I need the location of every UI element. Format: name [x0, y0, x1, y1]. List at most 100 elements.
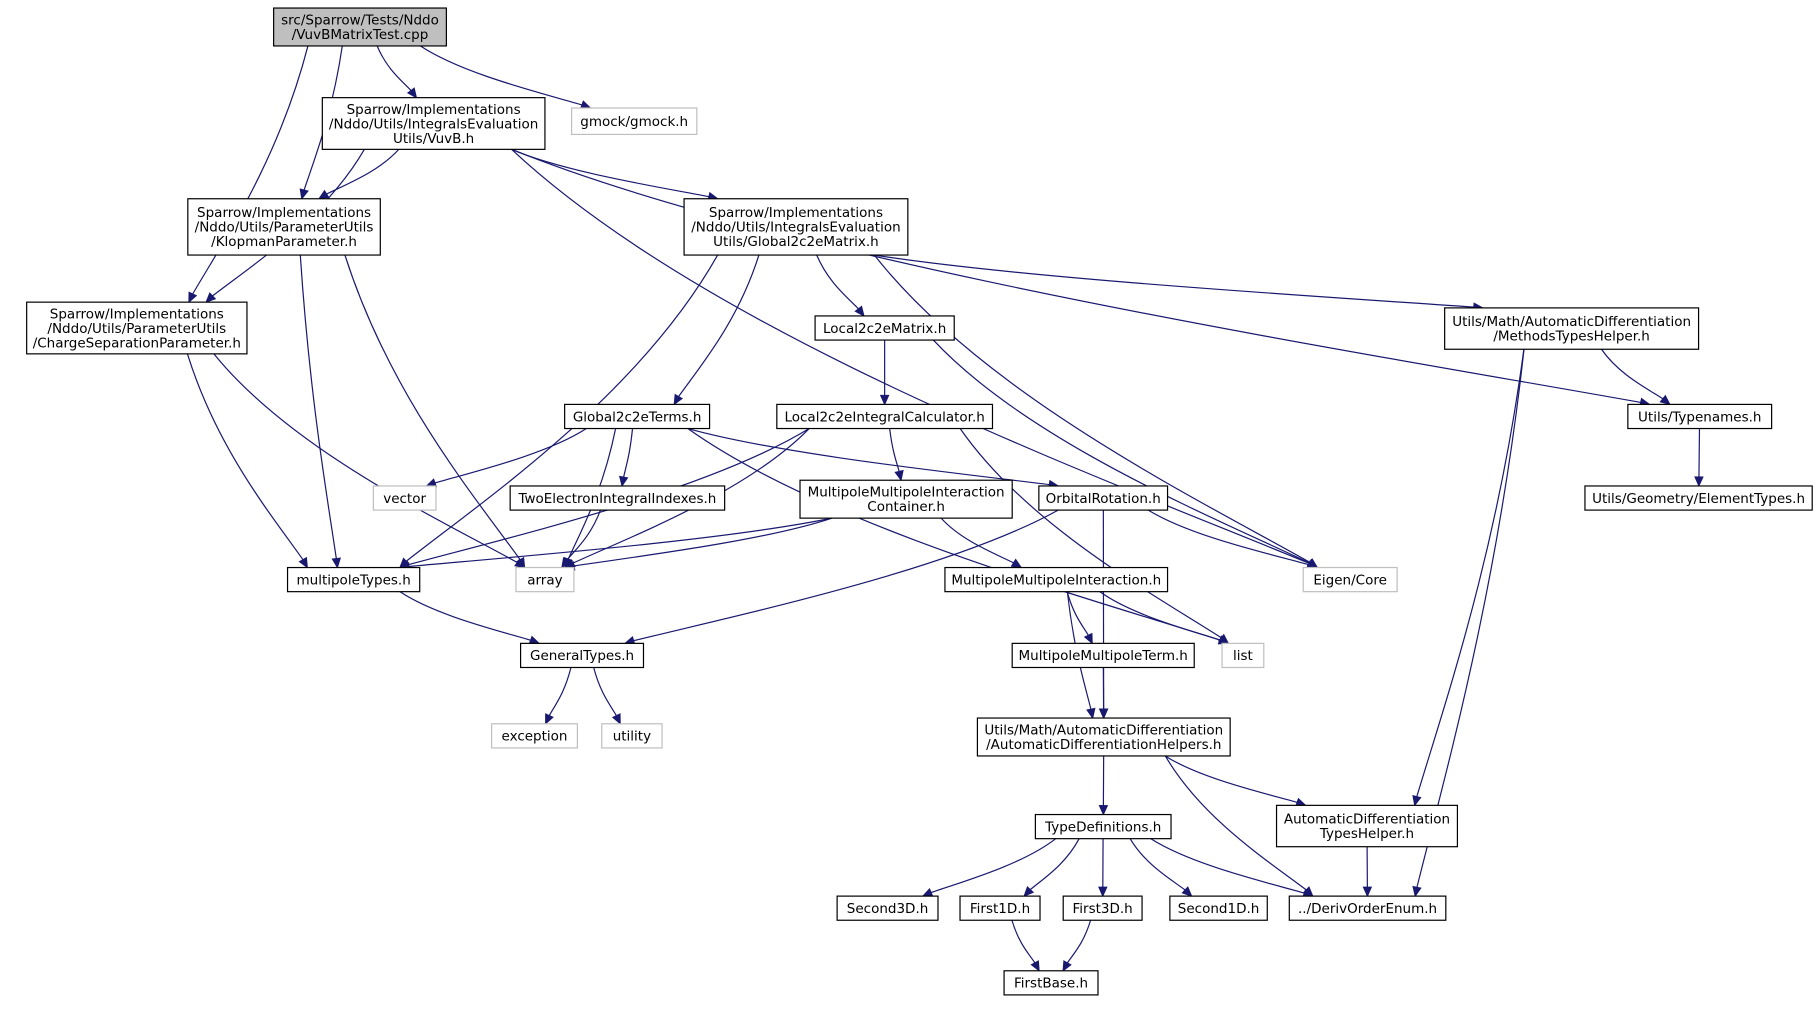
node-vector[interactable]: vector	[372, 485, 437, 511]
node-global2c2ematrix[interactable]: Sparrow/Implementations/Nddo/Utils/Integ…	[683, 198, 909, 256]
edge-line	[573, 517, 833, 567]
edge-line	[434, 428, 587, 484]
edge-arrowhead	[188, 291, 198, 304]
edge-mmi-to-mmterm	[1066, 591, 1093, 645]
node-label: Container.h	[867, 499, 945, 515]
node-box	[564, 403, 711, 430]
node-exception[interactable]: exception	[491, 723, 579, 749]
edge-line	[930, 838, 1057, 894]
node-global2c2eterms[interactable]: Global2c2eTerms.h	[564, 403, 711, 430]
node-box	[1627, 403, 1773, 430]
node-adhelpers[interactable]: Utils/Math/AutomaticDifferentiation/Auto…	[976, 717, 1231, 757]
edge-line	[399, 591, 531, 641]
node-twoelectron[interactable]: TwoElectronIntegralIndexes.h	[509, 485, 726, 511]
node-box	[519, 642, 645, 669]
edge-line	[874, 254, 1474, 308]
node-first1d[interactable]: First1D.h	[959, 895, 1041, 921]
edge-chargesep-to-array	[213, 353, 526, 569]
edge-vuvb-to-global2c2ematrix	[511, 148, 719, 202]
edge-typedefs-to-derivorder	[1150, 838, 1314, 898]
node-label: Sparrow/Implementations	[709, 205, 883, 221]
node-label: src/Sparrow/Tests/Nddo	[281, 13, 439, 29]
edge-line	[511, 148, 1310, 564]
edge-line	[1029, 838, 1080, 891]
node-box	[944, 566, 1169, 593]
node-label: Utils/VuvB.h	[393, 131, 474, 147]
edge-arrowhead	[331, 557, 342, 569]
edge-arrowhead	[854, 305, 865, 317]
node-array[interactable]: array	[515, 566, 575, 593]
node-mmi[interactable]: MultipoleMultipoleInteraction.h	[944, 566, 1169, 593]
edge-global2c2eterms-to-twoelectron	[619, 428, 634, 488]
node-utility[interactable]: utility	[601, 723, 663, 749]
node-local2c2ematrix[interactable]: Local2c2eMatrix.h	[814, 315, 955, 341]
node-second1d[interactable]: Second1D.h	[1169, 895, 1268, 921]
node-label: /VuvBMatrixTest.cpp	[292, 27, 429, 43]
node-multipoletypes[interactable]: multipoleTypes.h	[286, 566, 421, 593]
edge-arrowhead	[1362, 886, 1373, 898]
node-local2c2ecalc[interactable]: Local2c2eIntegralCalculator.h	[776, 403, 994, 430]
node-box	[1221, 642, 1265, 669]
node-label: Local2c2eMatrix.h	[823, 321, 946, 337]
edge-typedefs-to-first1d	[1023, 838, 1080, 898]
node-label: First1D.h	[970, 901, 1030, 917]
edge-line	[1416, 349, 1525, 797]
node-label: /ChargeSeparationParameter.h	[33, 335, 241, 351]
node-klopman[interactable]: Sparrow/Implementations/Nddo/Utils/Param…	[187, 198, 381, 256]
edge-chargesep-to-multipoletypes	[186, 353, 308, 569]
node-generaltypes[interactable]: GeneralTypes.h	[519, 642, 645, 669]
node-box	[959, 895, 1041, 921]
node-label: /MethodsTypesHelper.h	[1493, 329, 1650, 345]
edge-line	[213, 353, 518, 563]
edge-line	[1011, 920, 1036, 964]
node-root[interactable]: src/Sparrow/Tests/Nddo/VuvBMatrixTest.cp…	[273, 7, 447, 47]
edge-orbitalrotation-to-eigen	[1147, 509, 1319, 569]
node-vuvb[interactable]: Sparrow/Implementations/Nddo/Utils/Integ…	[321, 97, 546, 150]
edge-arrowhead	[879, 394, 890, 406]
node-box	[1288, 895, 1447, 921]
node-list[interactable]: list	[1221, 642, 1265, 669]
node-box	[509, 485, 726, 511]
edge-line	[1099, 591, 1221, 641]
node-label: Second3D.h	[847, 901, 929, 917]
node-label: Local2c2eIntegralCalculator.h	[784, 409, 984, 425]
edge-line	[593, 667, 617, 716]
edge-line	[326, 148, 400, 195]
edge-line	[192, 45, 309, 295]
node-eigen[interactable]: Eigen/Core	[1302, 566, 1398, 593]
node-elementtypes[interactable]: Utils/Geometry/ElementTypes.h	[1584, 485, 1813, 511]
node-derivorder[interactable]: ../DerivOrderEnum.h	[1288, 895, 1447, 921]
node-typedefs[interactable]: TypeDefinitions.h	[1034, 813, 1172, 840]
node-mmterm[interactable]: MultipoleMultipoleTerm.h	[1011, 642, 1195, 669]
node-orbitalrotation[interactable]: OrbitalRotation.h	[1038, 485, 1169, 511]
node-methodstypes[interactable]: Utils/Math/AutomaticDifferentiation/Meth…	[1444, 307, 1700, 350]
node-first3d[interactable]: First3D.h	[1062, 895, 1143, 921]
edge-arrowhead	[1010, 558, 1023, 569]
edge-arrowhead	[611, 713, 621, 725]
node-label: Utils/Typenames.h	[1638, 409, 1761, 425]
node-box	[814, 315, 955, 341]
node-gmock[interactable]: gmock/gmock.h	[571, 107, 698, 136]
node-label: Global2c2eTerms.h	[573, 409, 702, 425]
node-box	[273, 7, 447, 47]
edge-line	[1129, 838, 1186, 891]
edge-arrowhead	[1098, 805, 1109, 816]
edge-multipoletypes-to-generaltypes	[399, 591, 541, 645]
edge-arrowhead	[1062, 960, 1072, 972]
edge-arrowhead	[1023, 885, 1035, 898]
node-label: AutomaticDifferentiation	[1284, 812, 1450, 828]
node-second3d[interactable]: Second3D.h	[836, 895, 939, 921]
node-chargesep[interactable]: Sparrow/Implementations/Nddo/Utils/Param…	[26, 301, 248, 355]
node-label: OrbitalRotation.h	[1046, 491, 1161, 507]
node-box	[372, 485, 437, 511]
edge-arrowhead	[1086, 707, 1096, 720]
edge-typedefs-to-second3d	[921, 838, 1057, 897]
edge-line	[1601, 348, 1664, 400]
node-firstbase[interactable]: FirstBase.h	[1003, 970, 1099, 996]
node-typenames[interactable]: Utils/Typenames.h	[1627, 403, 1773, 430]
node-label: /Nddo/Utils/IntegralsEvaluation	[329, 116, 538, 132]
node-box	[187, 198, 381, 256]
node-label: /Nddo/Utils/IntegralsEvaluation	[691, 220, 900, 236]
